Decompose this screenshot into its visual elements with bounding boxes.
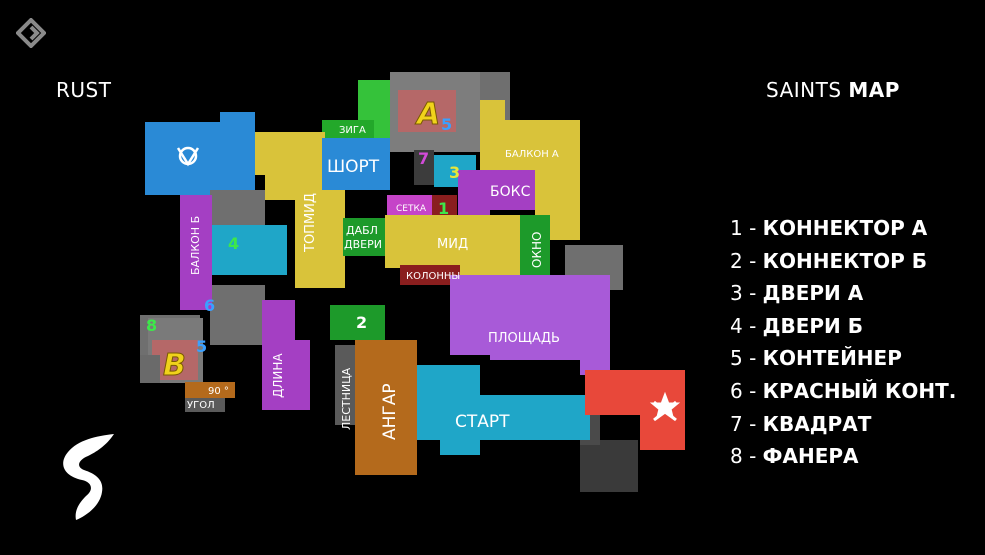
label-window: ОКНО [530,232,544,268]
marker-3: 3 [449,163,460,182]
label-shop: ШОРТ [327,157,380,177]
label-double-doors-1: ДАБЛ [346,224,378,237]
marker-2: 2 [356,313,367,332]
legend-item: 8 - ФАНЕРА [730,444,859,469]
label-stairs: ЛЕСТНИЦА [340,367,353,430]
legend-item: 5 - КОНТЕЙНЕР [730,346,902,371]
site-a-label: A [415,97,440,132]
legend-item: 1 - КОННЕКТОР А [730,216,928,240]
saints-logo-icon [63,434,114,520]
label-balcony-a: БАЛКОН А [505,149,559,160]
area-labels: ШОРТ ЗИГА БАЛКОН А БОКС СЕТКА ТОПМИД ДАБ… [187,125,560,440]
label-box: БОКС [490,184,531,200]
legend-item: 7 - КВАДРАТ [730,411,872,436]
label-balcony-b: БАЛКОН Б [189,216,202,275]
top-left-logo-icon [16,18,46,48]
label-hangar: АНГАР [380,383,400,440]
brand-title: SAINTS MAP [766,78,900,102]
marker-7: 7 [418,149,429,168]
marker-5-b: 5 [196,337,207,356]
marker-8: 8 [146,316,157,335]
label-long: ДЛИНА [271,353,285,398]
map-zones [140,72,685,475]
label-double-doors-2: ДВЕРИ [344,238,382,251]
label-angle-90: 90 ° [208,386,229,397]
legend-item: 4 - ДВЕРИ Б [730,313,863,338]
legend-item: 6 - КРАСНЫЙ КОНТ. [730,378,957,403]
label-setka: СЕТКА [396,204,427,214]
label-angle: УГОЛ [187,400,215,411]
marker-4: 4 [228,234,239,253]
site-b-label: B [163,348,186,383]
label-columns: КОЛОННЫ [406,271,460,282]
legend-list: 1 - КОННЕКТОР А 2 - КОННЕКТОР Б 3 - ДВЕР… [730,212,956,473]
markers: 1 2 3 4 5 5 6 7 8 [146,115,460,356]
label-topmid: ТОПМИД [303,193,318,253]
label-mid: МИД [437,237,468,252]
label-ziga: ЗИГА [339,125,366,136]
label-start: СТАРТ [455,412,510,432]
marker-1: 1 [438,199,449,218]
t-emblem-icon [649,391,681,422]
brand-suffix: MAP [848,78,900,102]
legend-item: 2 - КОННЕКТОР Б [730,248,928,273]
marker-6: 6 [204,296,215,315]
marker-5-a: 5 [441,115,452,134]
map-name: RUST [56,78,112,102]
ct-emblem-icon [176,146,200,167]
legend-item: 3 - ДВЕРИ А [730,281,864,306]
label-square: ПЛОЩАДЬ [488,331,560,346]
brand-prefix: SAINTS [766,78,842,102]
